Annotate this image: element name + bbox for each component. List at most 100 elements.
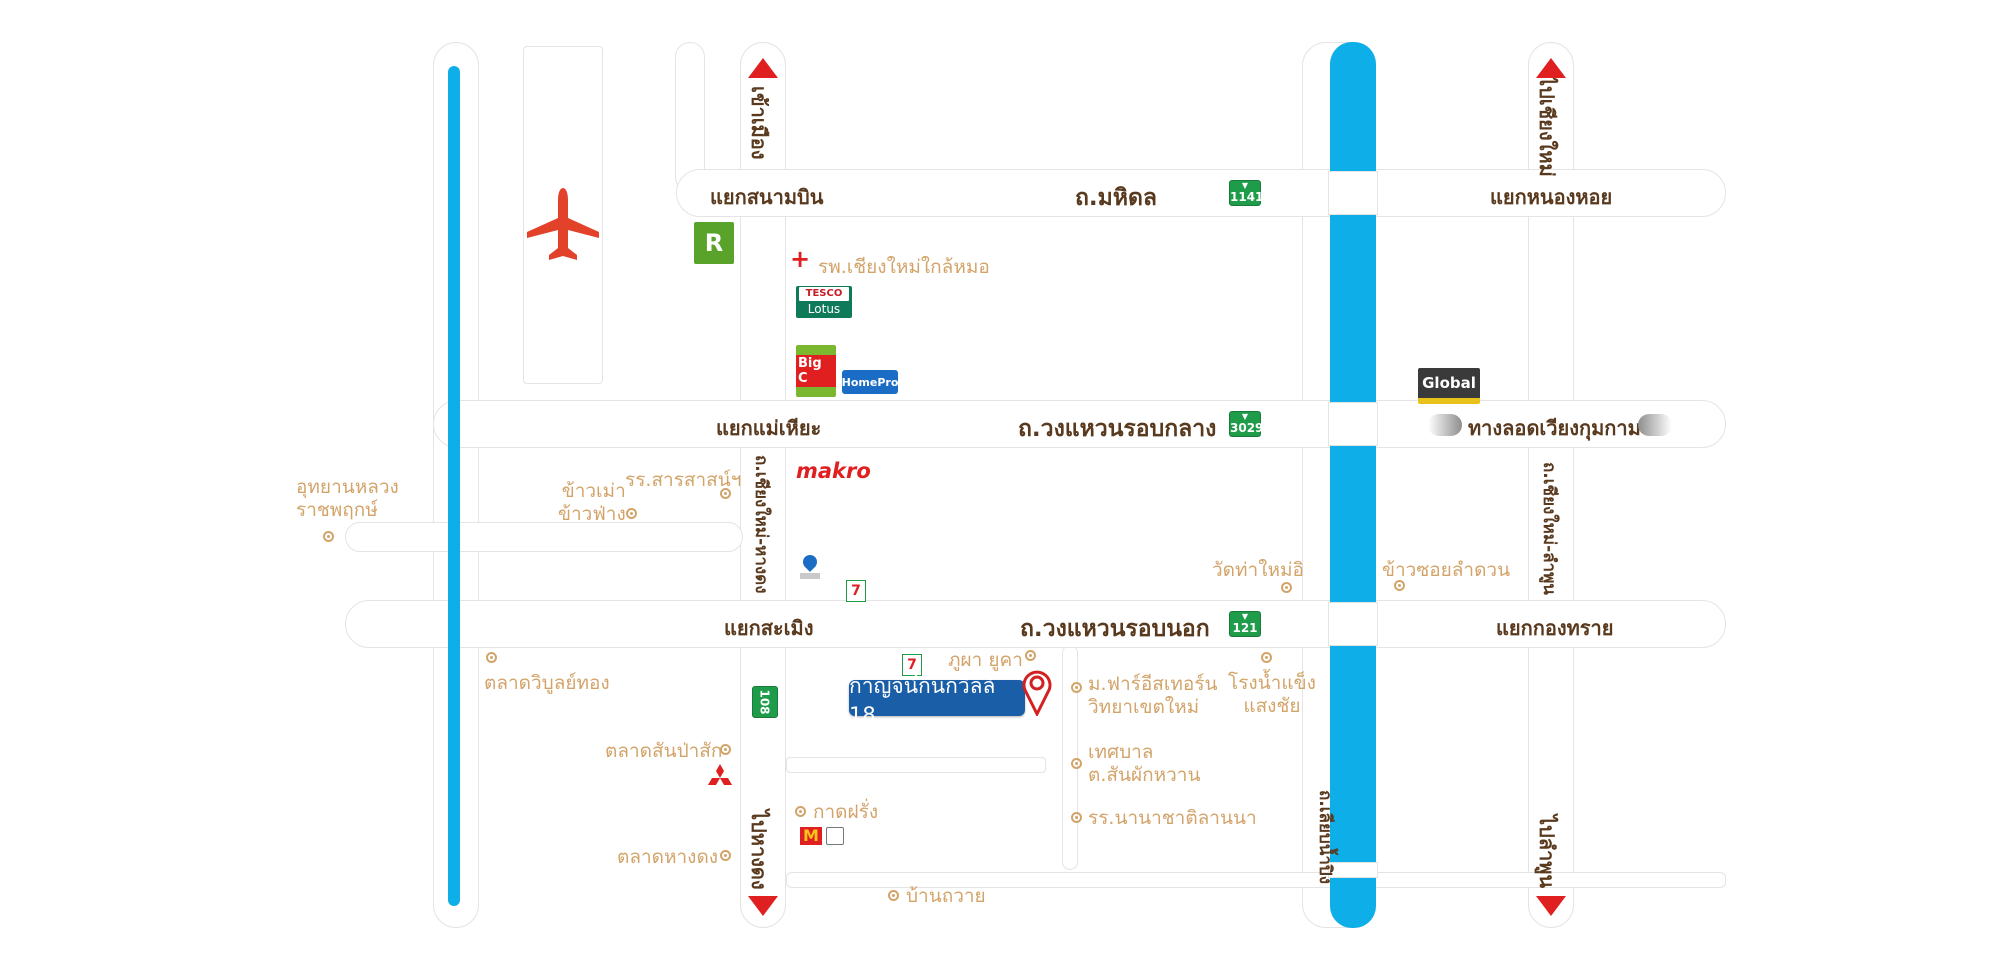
poi-wat: วัดท่าใหม่อิ: [1212, 559, 1304, 581]
seven-eleven-logo-2: 7: [902, 654, 922, 676]
tunnel-icon-right: [1638, 414, 1672, 436]
label-chiangmai-lamphun-road: ถ.เชียงใหม่-ลำพูน: [1539, 462, 1559, 595]
far-eastern-line2: วิทยาเขตใหม่: [1088, 696, 1200, 718]
project-label[interactable]: กาญจน์กนกวิลล์ 18: [849, 674, 1025, 727]
road-bottom: [786, 872, 1726, 888]
arrow-down-hangdong: [748, 896, 778, 916]
poi-wiboon: ตลาดวิบูลย์ทอง: [484, 672, 610, 694]
label-mae-hia-junction: แยกแม่เหียะ: [716, 416, 822, 440]
river-bridge-mahidol: [1328, 171, 1378, 215]
poi-dot-khao-soi: [1394, 580, 1405, 591]
road-mahidol: [676, 169, 1726, 217]
khao-mao-line1: ข้าวเม่า: [561, 480, 626, 502]
poi-nanachat: รร.นานาชาติลานนา: [1088, 807, 1257, 829]
label-to-chiangmai: ไปเชียงใหม่: [1535, 76, 1559, 177]
mcdonalds-logo: M: [800, 827, 822, 845]
poi-dot-tessaban: [1071, 758, 1082, 769]
makro-logo: makro: [796, 459, 871, 483]
shop-icon: [826, 827, 844, 845]
arrow-up-chiangmai: [1536, 58, 1566, 78]
bigc-logo-text: Big C: [796, 355, 836, 387]
poi-dot-royal-park: [323, 531, 334, 542]
royal-park-line2: ราชพฤกษ์: [296, 499, 378, 521]
poi-sarasas: รร.สารสาสน์ฯ: [625, 469, 742, 491]
robinson-logo: R: [694, 222, 734, 264]
tesco-lotus-logo: TESCO Lotus: [796, 286, 852, 318]
shield-3029: ▼3029: [1229, 411, 1264, 437]
poi-dot-khao-mao: [626, 508, 637, 519]
seven-text-2: 7: [907, 657, 917, 673]
poi-khao-soi: ข้าวซอยลำดวน: [1382, 559, 1511, 581]
label-to-hangdong: ไปหางดง: [747, 810, 771, 890]
label-nong-hoi-junction: แยกหนองหอย: [1490, 185, 1613, 209]
poi-talat-hangdong: ตลาดหางดง: [617, 846, 719, 868]
label-river-road: ถ.เลียบน้ำปิง: [1315, 790, 1335, 884]
road-outer-ring: [345, 600, 1726, 648]
label-middle-ring-road: ถ.วงแหวนรอบกลาง: [1018, 416, 1217, 442]
arrow-down-lamphun: [1536, 896, 1566, 916]
poi-dot-wat: [1281, 582, 1292, 593]
poi-dot-wiboon: [486, 652, 497, 663]
tesco-text: TESCO: [799, 287, 849, 301]
mitsubishi-logo: [708, 764, 732, 785]
ptt-station-icon: [800, 552, 820, 581]
global-house-logo: Global: [1418, 368, 1480, 404]
poi-far-eastern: ม.ฟาร์อีสเทอร์น วิทยาเขตใหม่: [1088, 673, 1218, 719]
label-chiangmai-hangdong-road: ถ.เชียงใหม่-หางดง: [751, 455, 771, 594]
project-name: กาญจน์กนกวิลล์ 18: [849, 673, 996, 727]
poi-khao-mao: ข้าวเม่า ข้าวฟ่าง: [558, 480, 626, 526]
poi-dot-talat-hangdong: [720, 850, 731, 861]
location-pin-icon[interactable]: [1022, 668, 1052, 716]
tessaban-line2: ต.สันผักหวาน: [1088, 764, 1201, 786]
label-city-direction: เข้าเมือง: [747, 86, 771, 160]
label-kong-sai-junction: แยกกองทราย: [1496, 616, 1614, 640]
khao-mao-line2: ข้าวฟ่าง: [558, 503, 626, 525]
label-to-lamphun: ไปลำพูน: [1535, 815, 1559, 889]
airport-icon: [527, 188, 599, 260]
seven-text-1: 7: [851, 583, 861, 599]
poi-hospital: รพ.เชียงใหม่ใกล้หมอ: [818, 256, 990, 278]
poi-dot-ice: [1261, 652, 1272, 663]
poi-tessaban: เทศบาล ต.สันผักหวาน: [1088, 741, 1200, 787]
seven-eleven-logo-1: 7: [846, 580, 866, 602]
poi-kadfarang: กาดฝรั่ง: [813, 801, 879, 823]
poi-dot-kadfarang: [795, 806, 806, 817]
road-royal-park: [345, 522, 743, 552]
poi-phupha: ภูผา ยูคา: [948, 649, 1023, 671]
river-bridge-bottom: [1328, 862, 1378, 878]
label-sameng-junction: แยกสะเมิง: [724, 616, 814, 640]
ice-line1: โรงน้ำแข็ง: [1228, 672, 1316, 694]
road-project-lane: [786, 757, 1046, 773]
label-tunnel: ทางลอดเวียงกุมกาม: [1468, 416, 1641, 440]
river-bridge-outer: [1328, 602, 1378, 646]
poi-sanpabuk: ตลาดสันป่าสัก: [605, 740, 723, 762]
shield-121: ▼121: [1229, 611, 1261, 637]
label-airport-junction: แยกสนามบิน: [710, 185, 824, 209]
shield-1141-number: 1141: [1230, 190, 1264, 204]
label-mahidol-road: ถ.มหิดล: [1075, 185, 1158, 211]
shield-3029-number: 3029: [1230, 421, 1264, 435]
poi-dot-nanachat: [1071, 812, 1082, 823]
poi-ice-factory: โรงน้ำแข็ง แสงชัย: [1228, 672, 1316, 718]
homepro-logo: HomePro: [842, 370, 898, 394]
global-logo-text: Global: [1422, 374, 1476, 392]
lotus-text: Lotus: [807, 302, 841, 316]
river-bridge-middle: [1328, 402, 1378, 446]
tessaban-line1: เทศบาล: [1088, 741, 1154, 763]
far-eastern-line1: ม.ฟาร์อีสเทอร์น: [1088, 673, 1218, 695]
poi-royal-park: อุทยานหลวง ราชพฤกษ์: [296, 476, 399, 522]
poi-dot-sarasas: [720, 488, 731, 499]
royal-park-line1: อุทยานหลวง: [296, 476, 399, 498]
shield-108-number: 108: [758, 689, 772, 715]
road-middle-ring: [433, 400, 1726, 448]
hospital-cross-icon: +: [790, 245, 811, 273]
robinson-logo-text: R: [704, 229, 724, 257]
poi-dot-far-eastern: [1071, 682, 1082, 693]
tunnel-icon-left: [1428, 414, 1462, 436]
poi-dot-sanpabuk: [720, 744, 731, 755]
shield-121-number: 121: [1232, 621, 1258, 635]
poi-dot-phupha: [1025, 650, 1036, 661]
arrow-up-city: [748, 58, 778, 78]
shield-108: 108: [752, 686, 778, 718]
